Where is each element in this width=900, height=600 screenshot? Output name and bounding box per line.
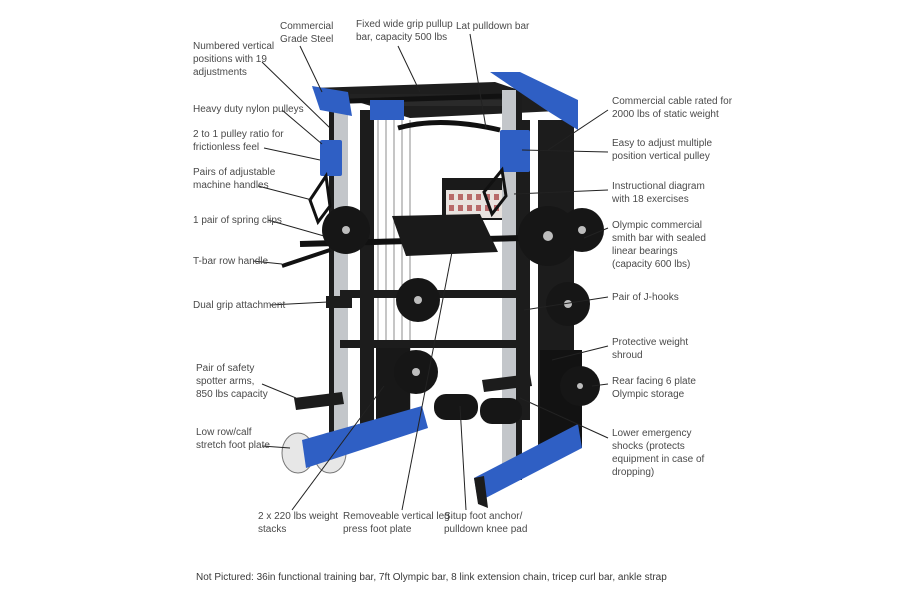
leader-line-tbar-handle — [252, 260, 283, 265]
leader-line-situp-anchor — [459, 405, 467, 511]
leader-line-instruction-diagram — [513, 189, 609, 195]
dual-grip-attachment — [326, 296, 352, 308]
callout-weight-stacks: 2 x 220 lbs weight stacks — [258, 511, 339, 535]
callout-smith-bar: Olympic commercial smith bar with sealed… — [612, 220, 706, 270]
leader-line-commercial-steel — [299, 45, 323, 93]
leader-line-spring-clips — [267, 219, 325, 237]
callout-dual-grip: Dual grip attachment — [193, 300, 286, 311]
top-cap-left — [312, 86, 352, 116]
front-upright-left — [329, 96, 348, 436]
top-cap-center — [370, 100, 404, 120]
leader-line-spotter-arms — [261, 383, 297, 399]
rear-upright-left — [360, 110, 374, 430]
leader-line-pulley-ratio — [263, 147, 321, 161]
leader-line-leg-press-plate — [401, 251, 453, 511]
callout-weight-shroud: Protective weight shroud — [612, 337, 689, 361]
leader-line-dual-grip — [269, 301, 329, 306]
callout-pullup-bar: Fixed wide grip pullup bar, capacity 500… — [356, 19, 453, 43]
callout-emergency-shocks: Lower emergency shocks (protects equipme… — [612, 428, 705, 478]
callout-plate-storage: Rear facing 6 plate Olympic storage — [612, 376, 696, 400]
callout-lat-pulldown: Lat pulldown bar — [456, 21, 530, 32]
leader-line-j-hooks — [523, 296, 609, 311]
plate-hubs — [342, 226, 586, 389]
machine-handle-right — [482, 166, 508, 218]
callout-spring-clips: 1 pair of spring clips — [193, 215, 282, 226]
callout-commercial-steel: Commercial Grade Steel — [280, 21, 334, 45]
leader-line-plate-storage — [591, 383, 609, 387]
leader-line-lat-pulldown — [469, 33, 487, 129]
callout-machine-handles: Pairs of adjustable machine handles — [193, 167, 276, 191]
machine-handle-left — [308, 171, 332, 226]
leader-line-machine-handles — [257, 185, 313, 201]
callout-pulley-ratio: 2 to 1 pulley ratio for frictionless fee… — [193, 129, 284, 153]
callout-foot-plate: Low row/calf stretch foot plate — [196, 427, 270, 451]
callout-situp-anchor: Situp foot anchor/ pulldown knee pad — [444, 511, 528, 535]
callout-instruction-diagram: Instructional diagram with 18 exercises — [612, 181, 705, 205]
leader-line-vertical-positions — [261, 61, 331, 129]
pulley-carriage-left — [320, 140, 342, 176]
callout-vertical-positions: Numbered vertical positions with 19 adju… — [193, 41, 275, 78]
base-frame — [302, 406, 582, 508]
callout-spotter-arms: Pair of safety spotter arms, 850 lbs cap… — [196, 363, 268, 400]
callout-j-hooks: Pair of J-hooks — [612, 292, 679, 303]
callout-vertical-pulley: Easy to adjust multiple position vertica… — [612, 138, 713, 162]
callout-commercial-cable: Commercial cable rated for 2000 lbs of s… — [612, 96, 733, 120]
callout-nylon-pulleys: Heavy duty nylon pulleys — [193, 104, 304, 115]
pulley-carriage-right — [500, 130, 530, 172]
situp-pads — [434, 394, 522, 424]
leader-line-emergency-shocks — [519, 397, 609, 439]
lat-pulldown-bar — [397, 119, 501, 133]
leader-line-pullup-bar — [397, 45, 421, 93]
leader-line-smith-bar — [583, 227, 609, 239]
not-pictured-footnote: Not Pictured: 36in functional training b… — [196, 572, 667, 583]
leader-line-nylon-pulleys — [281, 109, 323, 145]
leader-line-weight-stacks — [291, 385, 385, 511]
pullup-bar — [319, 93, 506, 105]
leader-line-commercial-cable — [547, 109, 609, 151]
leg-press-plate — [392, 214, 498, 256]
leader-line-foot-plate — [261, 445, 291, 449]
tbar-handle — [281, 248, 331, 268]
leader-line-vertical-pulley — [521, 149, 609, 153]
leader-line-weight-shroud — [551, 345, 609, 361]
callout-tbar-handle: T-bar row handle — [193, 256, 269, 267]
callout-leg-press-plate: Removeable vertical leg press foot plate — [343, 511, 450, 535]
spotter-arms — [294, 374, 532, 410]
top-cap-right — [490, 72, 578, 130]
